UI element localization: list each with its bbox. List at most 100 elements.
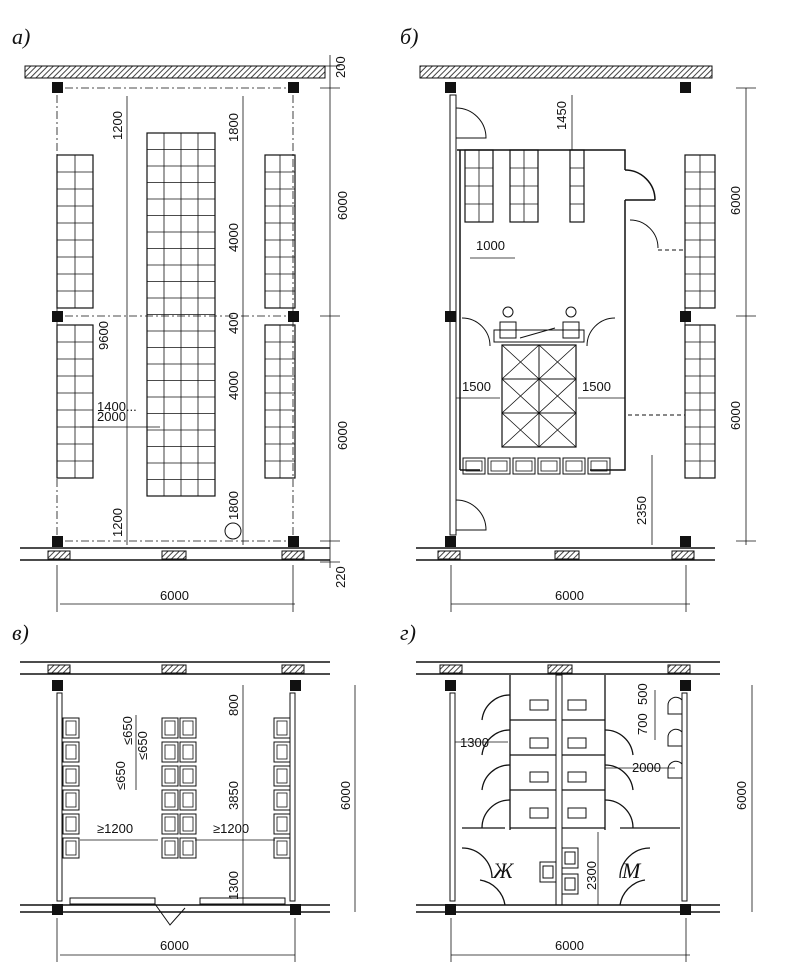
dim-b-2350: 2350 — [634, 496, 649, 525]
locker-block — [56, 154, 94, 309]
dim-v-650-c: ≤650 — [113, 761, 128, 790]
dim-v-650-a: ≤650 — [120, 716, 135, 745]
dim-v-6000-width: 6000 — [160, 938, 189, 953]
locker-block — [509, 149, 539, 223]
locker-block — [264, 154, 296, 309]
locker-block — [264, 324, 296, 479]
washbasin — [62, 837, 80, 859]
toilet-icon — [529, 771, 549, 783]
washbasin — [62, 789, 80, 811]
panel-g-central-partition — [555, 674, 563, 906]
panel-g-label: г) — [400, 620, 416, 645]
dim-b-1450: 1450 — [554, 101, 569, 130]
locker-block — [146, 132, 216, 497]
panel-b-columns — [445, 82, 691, 547]
panel-v-label: в) — [12, 620, 29, 645]
washbasin — [512, 457, 536, 475]
dim-b-1000: 1000 — [476, 238, 505, 253]
room-label-male: М — [621, 858, 642, 883]
dim-a-400: 400 — [226, 312, 241, 334]
washbasin — [62, 717, 80, 739]
panel-b-door-bottom — [455, 499, 487, 531]
panel-v: в) 800 — [12, 620, 356, 962]
dim-g-500: 500 — [635, 683, 650, 705]
panel-b-washbasin-row — [462, 457, 611, 475]
panel-g-toilets — [529, 699, 587, 819]
washbasin — [161, 789, 179, 811]
dim-a-200: 200 — [333, 56, 348, 78]
washbasin — [62, 741, 80, 763]
dim-g-6000-width: 6000 — [555, 938, 584, 953]
washbasin — [273, 837, 291, 859]
dim-a-1800-bot: 1800 — [226, 491, 241, 520]
panel-g: г) — [400, 620, 753, 962]
toilet-icon — [567, 699, 587, 711]
dim-a-1200-top: 1200 — [110, 111, 125, 140]
dim-a-6000-top: 6000 — [335, 191, 350, 220]
dim-g-2300: 2300 — [584, 861, 599, 890]
dim-b-6000-top: 6000 — [728, 186, 743, 215]
toilet-icon — [529, 699, 549, 711]
panel-b-door-top — [455, 107, 487, 139]
dim-a-1400: 1400... — [97, 399, 137, 414]
locker-block — [569, 149, 585, 223]
washbasin — [62, 765, 80, 787]
dim-a-4000-bot: 4000 — [226, 371, 241, 400]
locker-block — [56, 324, 94, 479]
toilet-icon — [567, 771, 587, 783]
washbasin — [562, 457, 586, 475]
panel-a-locker-blocks — [56, 132, 296, 497]
panel-a: а) — [12, 24, 350, 612]
panel-b-locker-blocks — [464, 149, 716, 479]
panel-b-shower-room — [457, 149, 656, 471]
dim-g-700: 700 — [635, 713, 650, 735]
panel-a-columns — [52, 82, 299, 547]
toilet-icon — [529, 807, 549, 819]
washbasin — [179, 765, 197, 787]
panel-g-columns — [445, 680, 691, 915]
toilet-icon — [529, 737, 549, 749]
dim-a-2000: 2000 — [97, 409, 126, 424]
washbasin — [273, 789, 291, 811]
washbasin — [487, 457, 511, 475]
dim-v-3850: 3850 — [226, 781, 241, 810]
dim-b-6000-bot: 6000 — [728, 401, 743, 430]
washbasin — [179, 813, 197, 835]
washbasin — [273, 813, 291, 835]
washbasin — [161, 813, 179, 835]
panel-a-top-wall — [24, 65, 326, 79]
washbasin — [161, 837, 179, 859]
washbasin — [537, 457, 561, 475]
washbasin — [179, 789, 197, 811]
washbasin — [462, 457, 486, 475]
panel-g-cubicles — [461, 675, 680, 906]
dim-g-6000-side: 6000 — [734, 781, 749, 810]
dim-a-9600: 9600 — [96, 321, 111, 350]
dim-b-6000-width: 6000 — [555, 588, 584, 603]
locker-block — [684, 324, 716, 479]
panel-a-label: а) — [12, 24, 30, 49]
room-label-female: Ж — [492, 858, 514, 883]
locker-block — [464, 149, 494, 223]
washbasin — [161, 741, 179, 763]
washbasin — [273, 765, 291, 787]
panel-v-columns — [52, 680, 301, 915]
panel-a-floor-drain-icon — [224, 522, 242, 540]
dim-a-220: 220 — [333, 566, 348, 588]
washbasin — [273, 717, 291, 739]
dim-g-2000: 2000 — [632, 760, 661, 775]
washbasin — [273, 741, 291, 763]
panel-b-label: б) — [400, 24, 418, 49]
toilet-icon — [567, 737, 587, 749]
washbasin — [587, 457, 611, 475]
dim-v-650-b: ≤650 — [135, 731, 150, 760]
washbasin — [179, 837, 197, 859]
dim-a-1800-top: 1800 — [226, 113, 241, 142]
dim-b-1500-right: 1500 — [582, 379, 611, 394]
dim-a-4000-top: 4000 — [226, 223, 241, 252]
dim-v-1200-right: ≥1200 — [213, 821, 249, 836]
dim-v-6000-side: 6000 — [338, 781, 353, 810]
washbasin — [161, 717, 179, 739]
washbasin — [62, 813, 80, 835]
